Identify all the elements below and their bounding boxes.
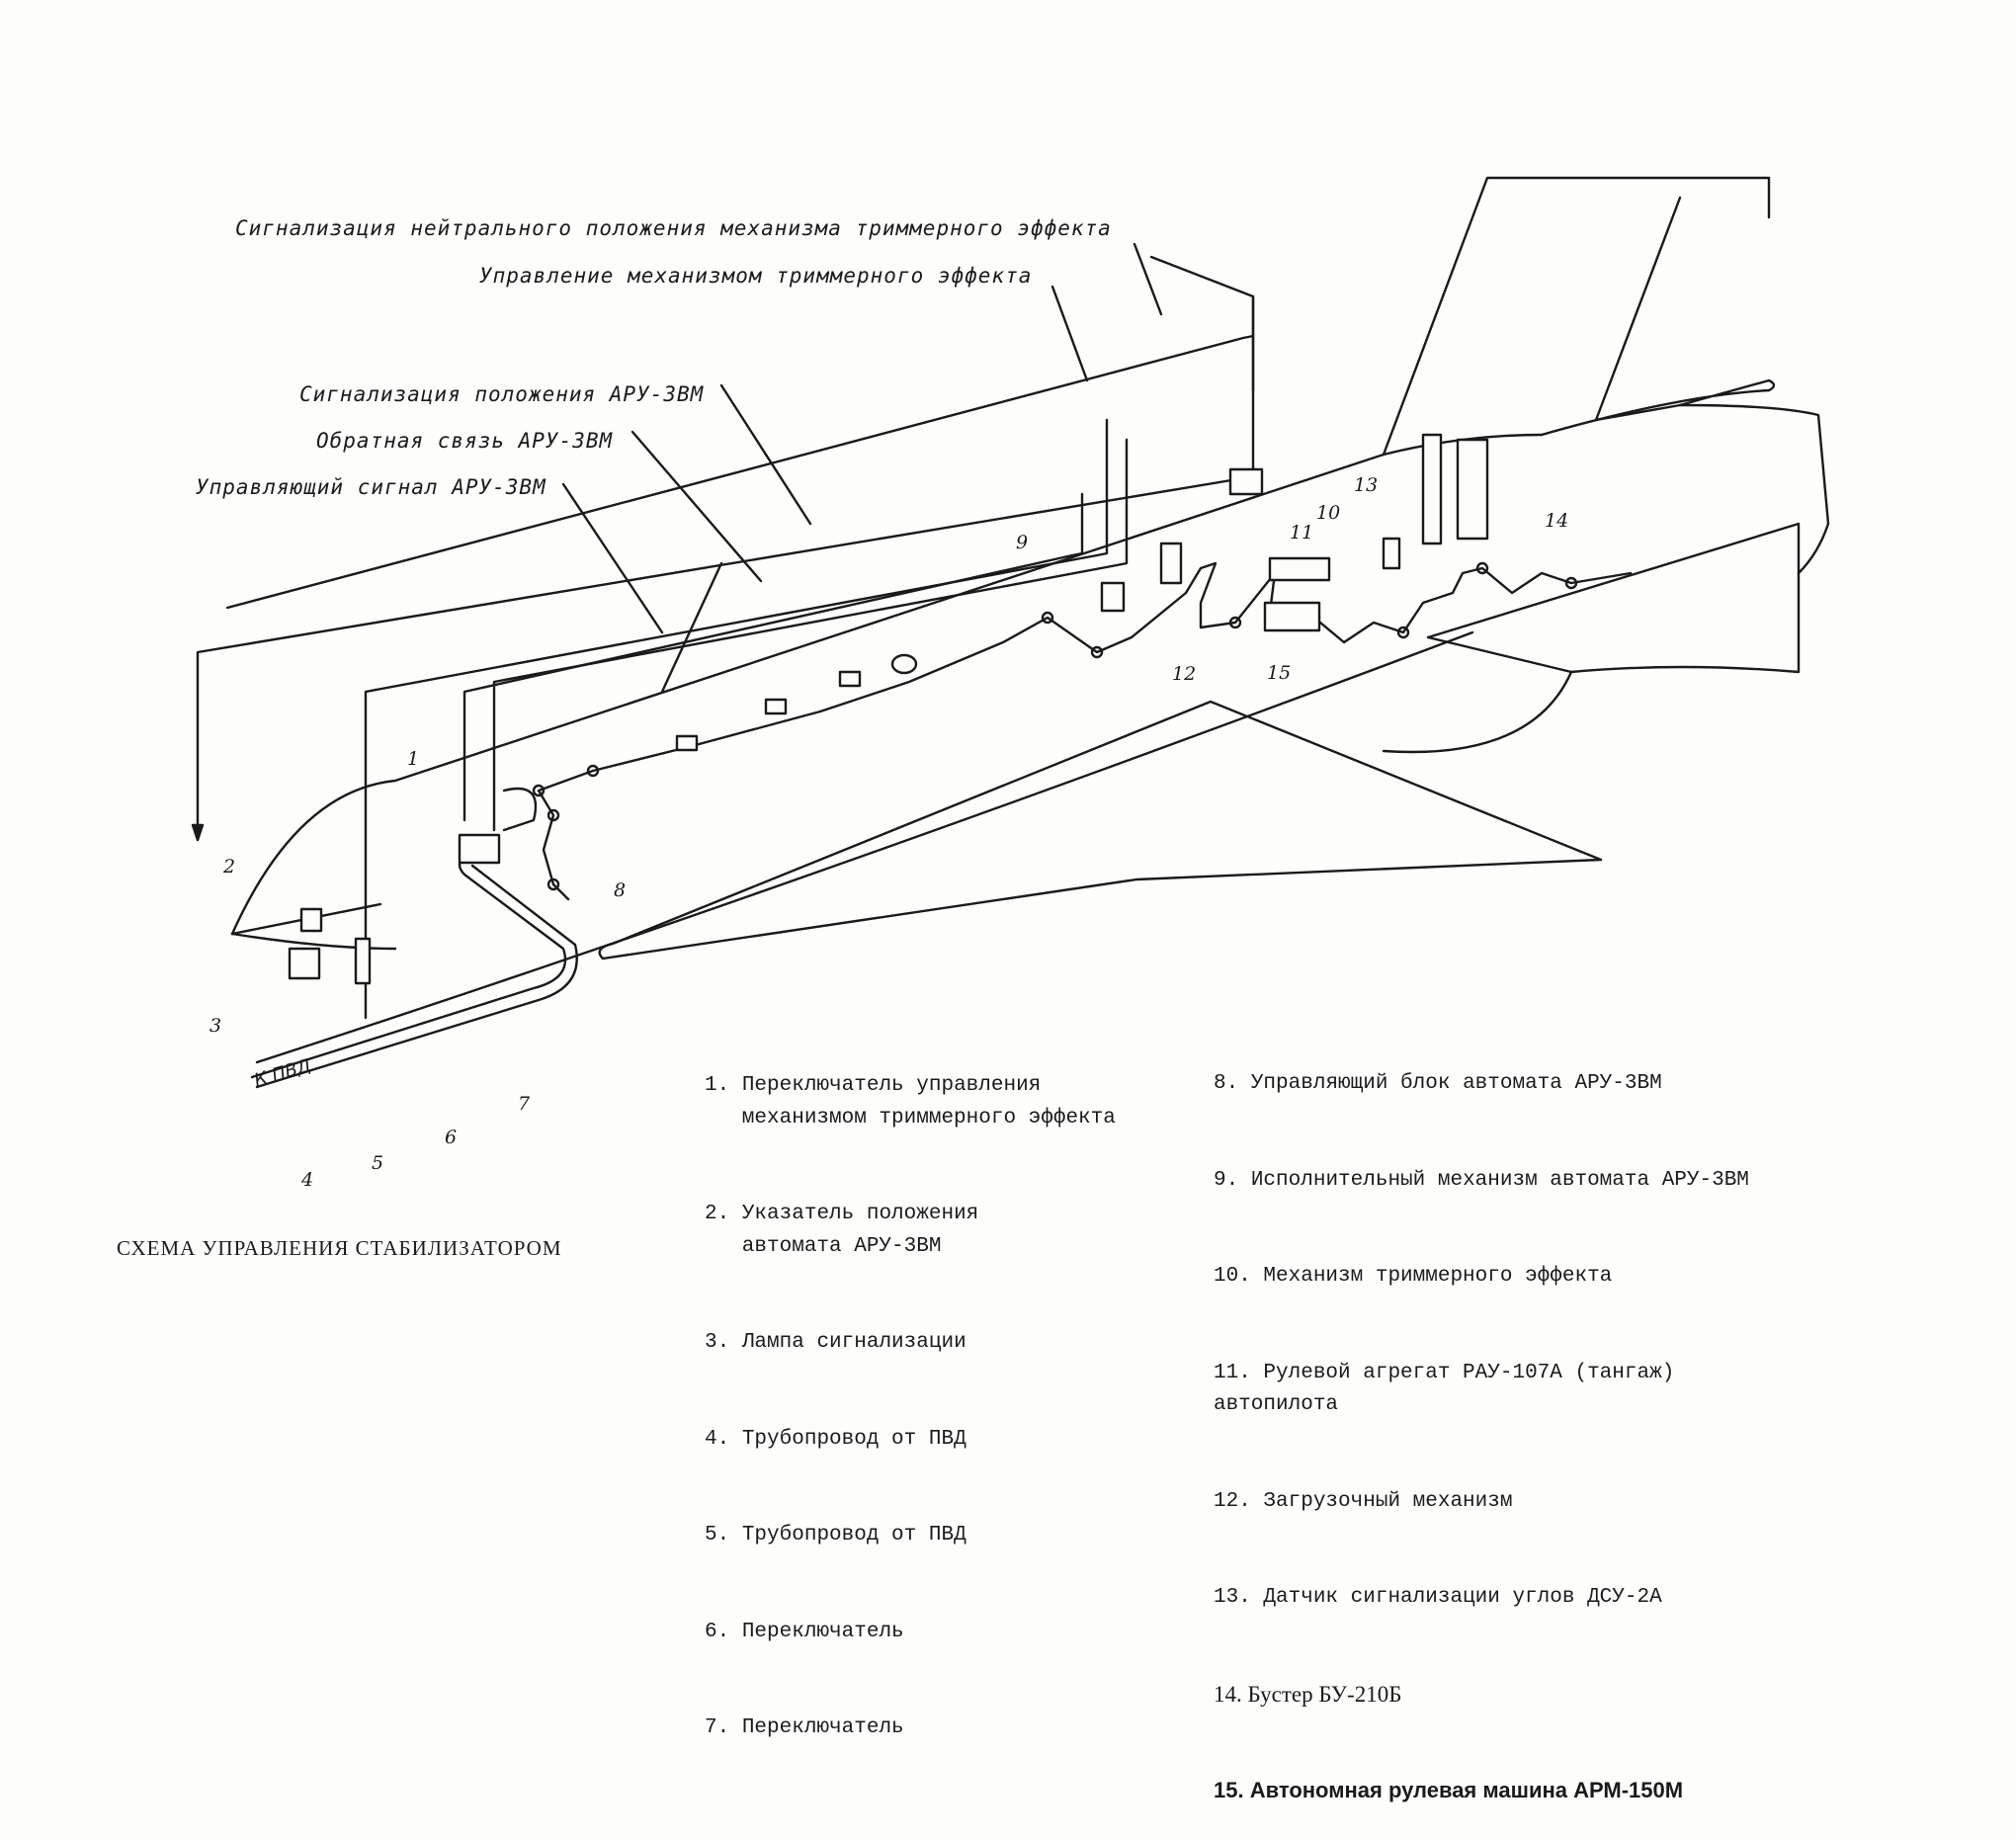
booster-housing bbox=[1456, 438, 1489, 541]
legend-item-7: 7. Переключатель bbox=[705, 1713, 1116, 1745]
legend-item-8: 8. Управляющий блок автомата АРУ-3ВМ bbox=[1214, 1068, 1749, 1101]
legend-num: 11. bbox=[1214, 1361, 1251, 1384]
legend-right: 8. Управляющий блок автомата АРУ-3ВМ 9. … bbox=[1214, 1004, 1749, 1839]
legend-item-1: 1. Переключатель управления механизмом т… bbox=[705, 1070, 1116, 1134]
legend-text: Трубопровод от ПВД bbox=[741, 1427, 966, 1451]
callout-aru-control-signal: Управляющий сигнал АРУ-3ВМ bbox=[196, 475, 546, 499]
legend-text: Исполнительный механизм автомата АРУ-3ВМ bbox=[1250, 1168, 1749, 1192]
legend-text: Лампа сигнализации bbox=[741, 1331, 966, 1354]
legend-item-2: 2. Указатель положения автомата АРУ-3ВМ bbox=[705, 1199, 1116, 1263]
legend-text: Переключатель управления механизмом трим… bbox=[741, 1074, 1116, 1129]
legend-text: Датчик сигнализации углов ДСУ-2А bbox=[1263, 1586, 1662, 1609]
callout-trim-control: Управление механизмом триммерного эффект… bbox=[479, 264, 1033, 288]
component-number-6: 6 bbox=[445, 1127, 458, 1148]
legend-item-5: 5. Трубопровод от ПВД bbox=[705, 1520, 1116, 1552]
legend-item-10: 10. Механизм триммерного эффекта bbox=[1214, 1261, 1749, 1294]
legend-text: Управляющий блок автомата АРУ-3ВМ bbox=[1250, 1072, 1662, 1095]
component-number-1: 1 bbox=[407, 748, 420, 770]
legend-text: Переключатель bbox=[741, 1620, 904, 1643]
dsu-2a bbox=[1382, 537, 1401, 570]
rod-fitting-4 bbox=[890, 653, 918, 675]
legend-text: Указатель положения автомата АРУ-3ВМ bbox=[741, 1203, 979, 1258]
legend-num: 7. bbox=[705, 1716, 730, 1739]
trim-mechanism bbox=[1228, 467, 1264, 496]
rod-fitting-1 bbox=[675, 734, 699, 752]
legend-item-14: 14. Бустер БУ-210Б bbox=[1214, 1679, 1749, 1712]
legend-text: Переключатель bbox=[741, 1716, 904, 1739]
legend-item-15: 15. Автономная рулевая машина АРМ-150М bbox=[1214, 1775, 1749, 1807]
legend-num: 12. bbox=[1214, 1489, 1251, 1513]
legend-item-13: 13. Датчик сигнализации углов ДСУ-2А bbox=[1214, 1582, 1749, 1615]
callout-aru-position-signal: Сигнализация положения АРУ-3ВМ bbox=[299, 382, 705, 406]
legend-num: 10. bbox=[1214, 1265, 1251, 1288]
component-number-8: 8 bbox=[614, 879, 627, 901]
fuselage-outline bbox=[230, 433, 1544, 1064]
warning-lamp bbox=[288, 947, 321, 980]
component-number-5: 5 bbox=[372, 1152, 384, 1174]
switch-trim bbox=[354, 937, 372, 985]
stabilizer-control-diagram bbox=[191, 176, 1830, 1089]
callout-trim-neutral-signal: Сигнализация нейтрального положения меха… bbox=[235, 216, 1112, 240]
legend-item-9: 9. Исполнительный механизм автомата АРУ-… bbox=[1214, 1165, 1749, 1198]
legend-text: Трубопровод от ПВД bbox=[741, 1524, 966, 1546]
legend-num: 5. bbox=[705, 1524, 730, 1546]
legend-item-6: 6. Переключатель bbox=[705, 1617, 1116, 1649]
legend-num: 9. bbox=[1214, 1168, 1239, 1192]
legend-num: 2. bbox=[705, 1203, 730, 1225]
legend-item-12: 12. Загрузочный механизм bbox=[1214, 1486, 1749, 1519]
aru-control-unit bbox=[458, 833, 501, 865]
components bbox=[288, 433, 1489, 985]
legend-num: 14. bbox=[1214, 1681, 1242, 1707]
component-number-7: 7 bbox=[518, 1093, 531, 1115]
legend-item-11: 11. Рулевой агрегат РАУ-107А (тангаж) ав… bbox=[1214, 1358, 1749, 1422]
callout-leaders bbox=[561, 242, 1163, 694]
legend-text: Автономная рулевая машина АРМ-150М bbox=[1249, 1778, 1684, 1802]
horizontal-stabilizer bbox=[598, 522, 1801, 961]
legend-left: 1. Переключатель управления механизмом т… bbox=[705, 1006, 1116, 1777]
component-number-11: 11 bbox=[1290, 522, 1314, 543]
component-number-14: 14 bbox=[1545, 510, 1569, 532]
component-number-13: 13 bbox=[1354, 474, 1379, 496]
legend-num: 15. bbox=[1214, 1778, 1244, 1802]
legend-item-3: 3. Лампа сигнализации bbox=[705, 1327, 1116, 1360]
legend-item-4: 4. Трубопровод от ПВД bbox=[705, 1424, 1116, 1457]
control-rod bbox=[532, 561, 1633, 901]
component-number-2: 2 bbox=[223, 856, 236, 878]
legend-text: Бустер БУ-210Б bbox=[1247, 1681, 1402, 1707]
aru-actuator bbox=[1100, 581, 1126, 613]
vertical-fin bbox=[1382, 176, 1830, 575]
arm-150m bbox=[1263, 601, 1321, 632]
component-number-15: 15 bbox=[1267, 662, 1292, 684]
component-number-3: 3 bbox=[210, 1015, 222, 1037]
legend-num: 4. bbox=[705, 1427, 730, 1451]
autopilot-servo bbox=[1268, 556, 1331, 582]
legend-num: 1. bbox=[705, 1074, 730, 1097]
booster-bu210b bbox=[1421, 433, 1443, 545]
rod-fitting-3 bbox=[838, 670, 862, 688]
component-number-9: 9 bbox=[1016, 532, 1029, 553]
loading-mechanism bbox=[1159, 542, 1183, 585]
legend-text: Механизм триммерного эффекта bbox=[1263, 1265, 1613, 1288]
component-number-4: 4 bbox=[301, 1169, 314, 1191]
legend-num: 3. bbox=[705, 1331, 730, 1354]
component-number-12: 12 bbox=[1172, 663, 1197, 685]
callout-aru-feedback: Обратная связь АРУ-3ВМ bbox=[316, 429, 614, 453]
indicator-aru bbox=[299, 907, 323, 933]
legend-num: 13. bbox=[1214, 1586, 1251, 1609]
legend-text: Рулевой агрегат РАУ-107А (тангаж) автопи… bbox=[1214, 1361, 1675, 1417]
legend-num: 8. bbox=[1214, 1072, 1239, 1095]
legend-text: Загрузочный механизм bbox=[1263, 1489, 1513, 1513]
rod-fitting-2 bbox=[764, 698, 788, 715]
diagram-caption: СХЕМА УПРАВЛЕНИЯ СТАБИЛИЗАТОРОМ bbox=[117, 1236, 562, 1260]
component-number-10: 10 bbox=[1316, 502, 1341, 524]
legend-num: 6. bbox=[705, 1620, 730, 1643]
